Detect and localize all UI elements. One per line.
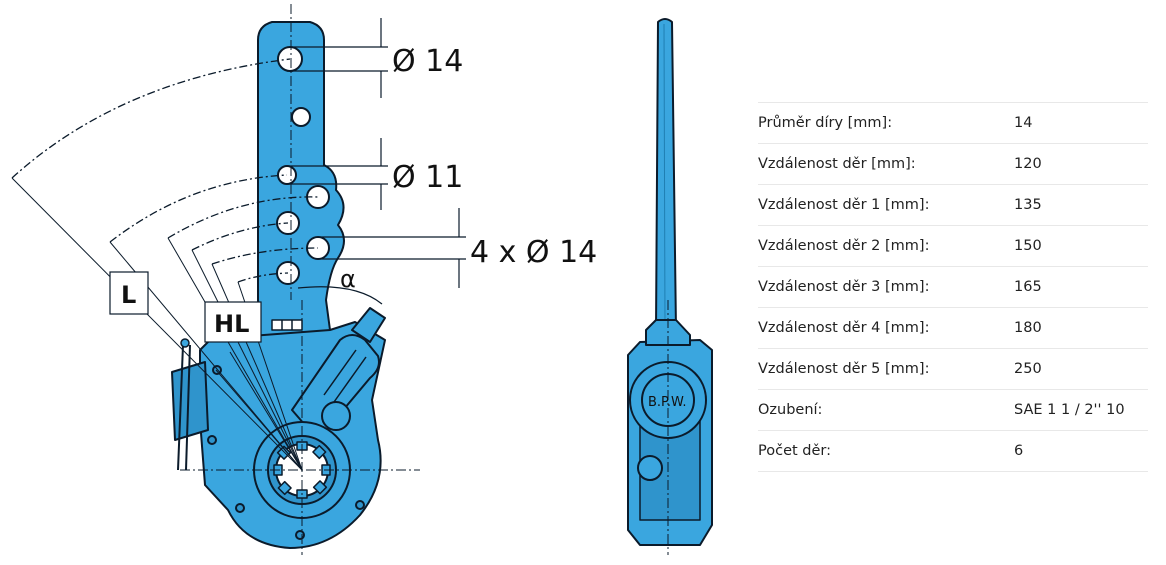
label-hl: HL: [214, 310, 249, 338]
logo-text: B.P.W.: [648, 395, 687, 410]
table-row: Vzdálenost děr 1 [mm]:135: [758, 184, 1148, 226]
spec-label: Ozubení:: [758, 389, 1014, 431]
table-row: Průměr díry [mm]:14: [758, 102, 1148, 144]
table-row: Ozubení:SAE 1 1 / 2'' 10: [758, 389, 1148, 431]
dim-hole-top-label: Ø 14: [392, 44, 463, 79]
angle-arc: [297, 286, 383, 305]
table-row: Vzdálenost děr 5 [mm]:250: [758, 348, 1148, 390]
side-view: [627, 18, 713, 555]
dim-hole-mid-label: Ø 11: [392, 160, 463, 195]
specs-table: Průměr díry [mm]:14 Vzdálenost děr [mm]:…: [758, 102, 1148, 472]
split-pin: [177, 344, 191, 471]
radius-arcs: [11, 58, 319, 283]
side-knob: [637, 455, 663, 481]
spec-label: Vzdálenost děr 4 [mm]:: [758, 307, 1014, 349]
spec-value: 150: [1014, 225, 1148, 267]
lever-arm: [257, 21, 345, 361]
spec-label: Vzdálenost děr 1 [mm]:: [758, 184, 1014, 226]
label-l-box: [109, 271, 149, 315]
table-row: Vzdálenost děr 3 [mm]:165: [758, 266, 1148, 308]
spec-value: 250: [1014, 348, 1148, 390]
spec-label: Vzdálenost děr 5 [mm]:: [758, 348, 1014, 390]
label-l: L: [121, 281, 136, 309]
spec-value: 120: [1014, 143, 1148, 185]
side-lever: [655, 18, 677, 331]
plunger: [351, 307, 386, 343]
spec-label: Vzdálenost děr [mm]:: [758, 143, 1014, 185]
lever-geometry-lines: [11, 177, 303, 471]
spec-value: 14: [1014, 102, 1148, 144]
spec-label: Vzdálenost děr 3 [mm]:: [758, 266, 1014, 308]
dim-holes-row-label: 4 x Ø 14: [470, 235, 597, 270]
table-row: Vzdálenost děr 4 [mm]:180: [758, 307, 1148, 349]
spec-value: 6: [1014, 430, 1148, 472]
worm-gear: [321, 401, 351, 431]
center-lines: [180, 4, 420, 555]
label-hl-box: [204, 301, 262, 343]
spec-value: 165: [1014, 266, 1148, 308]
spec-value: 180: [1014, 307, 1148, 349]
spec-value: 135: [1014, 184, 1148, 226]
spec-label: Průměr díry [mm]:: [758, 102, 1014, 144]
worm-housing: [291, 334, 380, 441]
table-row: Vzdálenost děr [mm]:120: [758, 143, 1148, 185]
table-row: Počet děr:6: [758, 430, 1148, 472]
dimension-lines: [287, 18, 466, 288]
spec-value: SAE 1 1 / 2'' 10: [1014, 389, 1148, 431]
angle-label: α: [340, 265, 356, 293]
spec-label: Vzdálenost děr 2 [mm]:: [758, 225, 1014, 267]
table-row: Vzdálenost děr 2 [mm]:150: [758, 225, 1148, 267]
spec-label: Počet děr:: [758, 430, 1014, 472]
